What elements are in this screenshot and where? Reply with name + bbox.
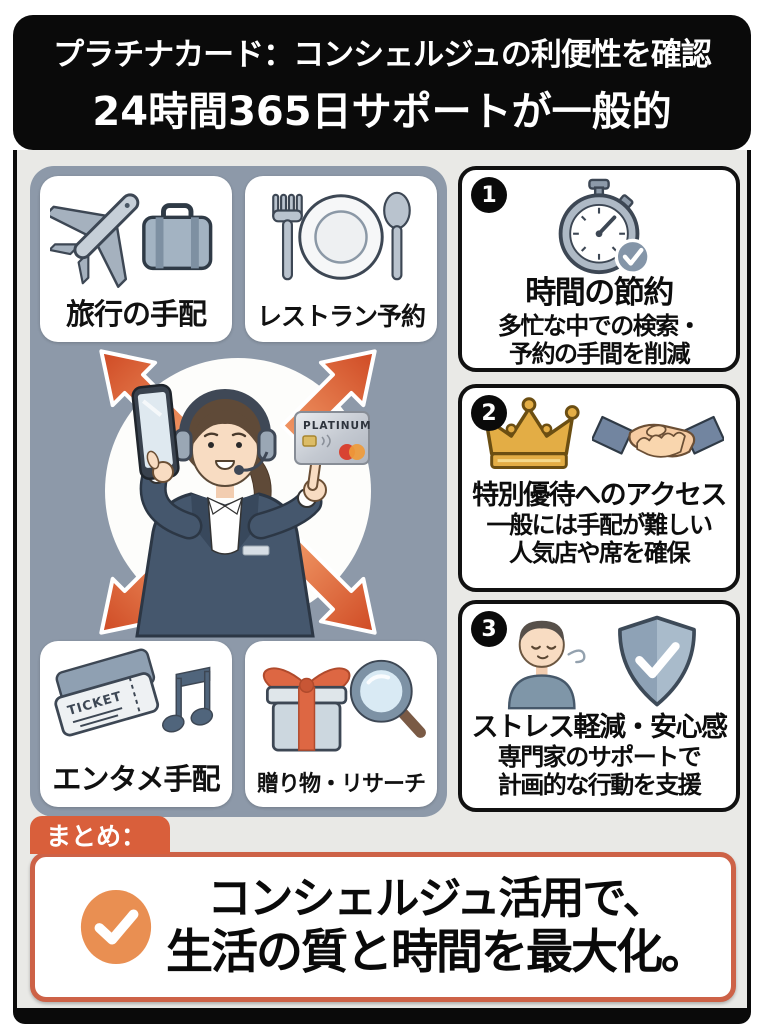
airplane-icon bbox=[50, 192, 140, 288]
summary-box: コンシェルジュ活用で、 生活の質と時間を最大化。 bbox=[30, 852, 736, 1002]
benefit-desc-line2: 予約の手間を削減 bbox=[509, 339, 691, 368]
relaxed-person-icon bbox=[507, 620, 586, 710]
check-badge-icon bbox=[614, 238, 651, 275]
smile bbox=[215, 460, 235, 470]
service-label: レストラン予約 bbox=[256, 302, 426, 331]
fork-icon bbox=[272, 193, 303, 280]
handshake-icon bbox=[592, 415, 724, 458]
benefit-card-stress-relief: 3 ストレス軽減・安心感 bbox=[458, 600, 740, 812]
service-label: 贈り物・リサーチ bbox=[256, 772, 426, 797]
services-panel: PLATINUM bbox=[30, 166, 447, 817]
gift-icon bbox=[262, 666, 351, 752]
concierge-woman: PLATINUM bbox=[131, 383, 372, 638]
platinum-card: PLATINUM bbox=[294, 411, 372, 465]
content-area: PLATINUM bbox=[13, 150, 751, 1024]
service-label: 旅行の手配 bbox=[65, 297, 207, 331]
service-card-travel: 旅行の手配 bbox=[40, 176, 232, 342]
header: プラチナカード：コンシェルジュの利便性を確認 24時間365日サポートが一般的 bbox=[13, 15, 751, 150]
card-chip bbox=[302, 435, 317, 447]
restaurant-icons bbox=[272, 191, 411, 280]
concierge-illustration: PLATINUM bbox=[99, 349, 377, 638]
magnifier-icon bbox=[349, 659, 426, 738]
service-card-entertainment: TICKET エンタメ手配 bbox=[40, 641, 232, 807]
gift-research-icons bbox=[262, 659, 426, 752]
summary-tag: まとめ： bbox=[30, 816, 170, 854]
headset-icon bbox=[173, 389, 277, 475]
spoon-icon bbox=[383, 191, 411, 280]
page-title: プラチナカード：コンシェルジュの利便性を確認 bbox=[53, 36, 712, 73]
badge-number-3: 3 bbox=[471, 611, 507, 647]
crown-icon bbox=[478, 397, 580, 469]
benefit-desc-line2: 人気店や席を確保 bbox=[509, 539, 691, 568]
contactless-icon bbox=[321, 434, 331, 448]
page-subtitle: 24時間365日サポートが一般的 bbox=[92, 88, 672, 135]
music-note-icon bbox=[162, 666, 214, 732]
benefit-desc-line2: 計画的な行動を支援 bbox=[497, 771, 702, 800]
stopwatch-check-icon bbox=[558, 178, 651, 275]
benefit-card-time-saving: 1 bbox=[458, 166, 740, 372]
platinum-card-label: PLATINUM bbox=[303, 420, 372, 432]
benefit-desc-line1: 一般には手配が難しい bbox=[486, 511, 714, 540]
badge-number-2: 2 bbox=[471, 395, 507, 431]
ticket-icon: TICKET bbox=[54, 648, 160, 736]
exhale-swirl bbox=[567, 649, 586, 664]
summary-text: コンシェルジュ活用で、 生活の質と時間を最大化。 bbox=[155, 873, 717, 980]
smartphone-icon bbox=[131, 383, 180, 481]
summary-line1: コンシェルジュ活用で、 bbox=[207, 873, 666, 925]
badge-number-1: 1 bbox=[471, 177, 507, 213]
benefit-title: 時間の節約 bbox=[525, 275, 674, 311]
benefit-card-special-access: 2 bbox=[458, 384, 740, 592]
service-card-restaurant: レストラン予約 bbox=[245, 176, 437, 342]
summary-check-icon bbox=[80, 889, 152, 965]
suitcase-icon bbox=[142, 202, 213, 270]
summary-line2: 生活の質と時間を最大化。 bbox=[166, 925, 708, 981]
benefit-title: 特別優待へのアクセス bbox=[472, 480, 727, 511]
benefit-title: ストレス軽減・安心感 bbox=[471, 712, 729, 743]
entertainment-icons: TICKET bbox=[54, 648, 214, 736]
shield-check-icon bbox=[618, 615, 696, 707]
service-label: エンタメ手配 bbox=[52, 762, 220, 796]
benefit-desc-line1: 多忙な中での検索・ bbox=[497, 311, 702, 340]
travel-icons bbox=[50, 192, 213, 288]
service-card-gift-research: 贈り物・リサーチ bbox=[245, 641, 437, 807]
benefit-desc-line1: 専門家のサポートで bbox=[497, 743, 702, 772]
name-tag bbox=[242, 545, 270, 556]
